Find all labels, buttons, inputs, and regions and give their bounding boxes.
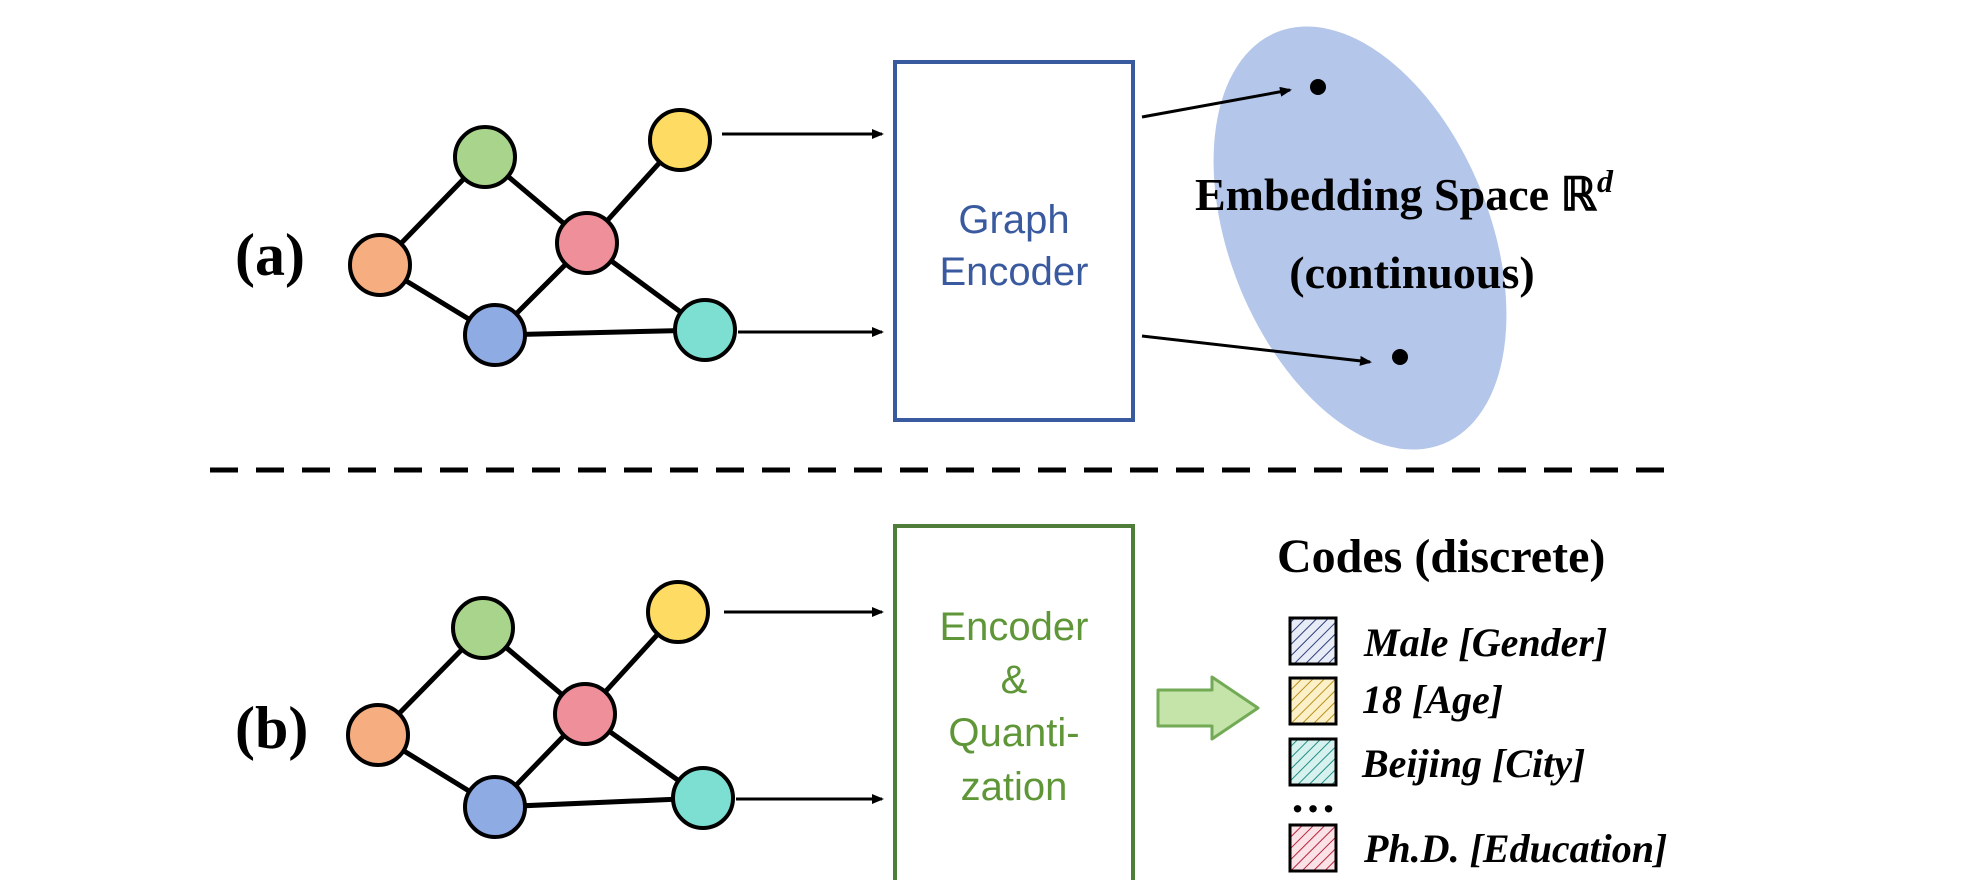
node-green xyxy=(453,125,517,189)
graph-a-edges xyxy=(377,137,708,338)
graph-b-nodes xyxy=(346,580,735,839)
code-swatch-hatch-icon xyxy=(1288,737,1338,787)
code-item-age: 18 [Age] xyxy=(1288,676,1503,726)
code-swatch-hatch-icon xyxy=(1288,616,1338,666)
panel-a-label: (a) xyxy=(235,222,305,288)
node-blue xyxy=(463,775,527,839)
embedding-space-title-text: Embedding Space ℝ xyxy=(1195,169,1598,220)
quant-encoder-label-line2: & xyxy=(1001,658,1028,702)
edge xyxy=(492,795,706,810)
node-teal xyxy=(673,298,737,362)
node-teal xyxy=(671,766,735,830)
code-label: Beijing [City] xyxy=(1361,741,1585,786)
panel-b: (b) Encoder & Quanti- zation xyxy=(235,524,1667,880)
embedding-space-title: Embedding Space ℝd xyxy=(1195,163,1614,220)
node-pink xyxy=(555,211,619,275)
code-item-city: Beijing [City] xyxy=(1288,737,1585,787)
panel-a: (a) Graph Encoder xyxy=(235,26,1614,450)
graph-encoder-label-line2: Encoder xyxy=(940,250,1089,294)
panel-b-label: (b) xyxy=(235,695,308,761)
code-label: 18 [Age] xyxy=(1362,677,1503,722)
quant-encoder-label-line4: zation xyxy=(961,765,1068,809)
node-orange xyxy=(348,233,412,297)
code-swatch-hatch-icon xyxy=(1288,823,1338,873)
node-pink xyxy=(553,682,617,746)
codes-ellipsis: … xyxy=(1290,771,1336,822)
quant-encoder-label-line1: Encoder xyxy=(940,605,1089,649)
code-item-education: Ph.D. [Education] xyxy=(1288,823,1667,873)
arrow-to-embedding-top xyxy=(1141,86,1292,119)
code-item-gender: Male [Gender] xyxy=(1288,616,1607,666)
quant-encoder-label-line3: Quanti- xyxy=(948,711,1079,755)
embedding-space-subtitle: (continuous) xyxy=(1289,247,1534,298)
embedding-point-bottom xyxy=(1392,349,1408,365)
node-yellow xyxy=(648,108,712,172)
codes-title: Codes (discrete) xyxy=(1277,530,1605,583)
node-orange xyxy=(346,703,410,767)
code-swatch-hatch-icon xyxy=(1288,676,1338,726)
graph-a-nodes xyxy=(348,108,737,367)
graph-encoder-box xyxy=(893,60,1135,422)
embedding-point-top xyxy=(1310,79,1326,95)
embedding-space-region xyxy=(1213,26,1507,450)
graph-b-edges xyxy=(375,609,706,810)
code-label: Ph.D. [Education] xyxy=(1363,826,1667,871)
quantize-block-arrow xyxy=(1156,675,1260,741)
edge xyxy=(492,327,708,338)
code-label: Male [Gender] xyxy=(1363,620,1607,665)
node-green xyxy=(451,596,515,660)
graph-encoder-label-line1: Graph xyxy=(958,198,1069,242)
node-blue xyxy=(463,303,527,367)
quantization-encoder-box xyxy=(893,524,1135,880)
node-yellow xyxy=(646,580,710,644)
arrow-to-embedding-bottom xyxy=(1141,334,1372,366)
embedding-space-dimension: d xyxy=(1597,163,1614,199)
